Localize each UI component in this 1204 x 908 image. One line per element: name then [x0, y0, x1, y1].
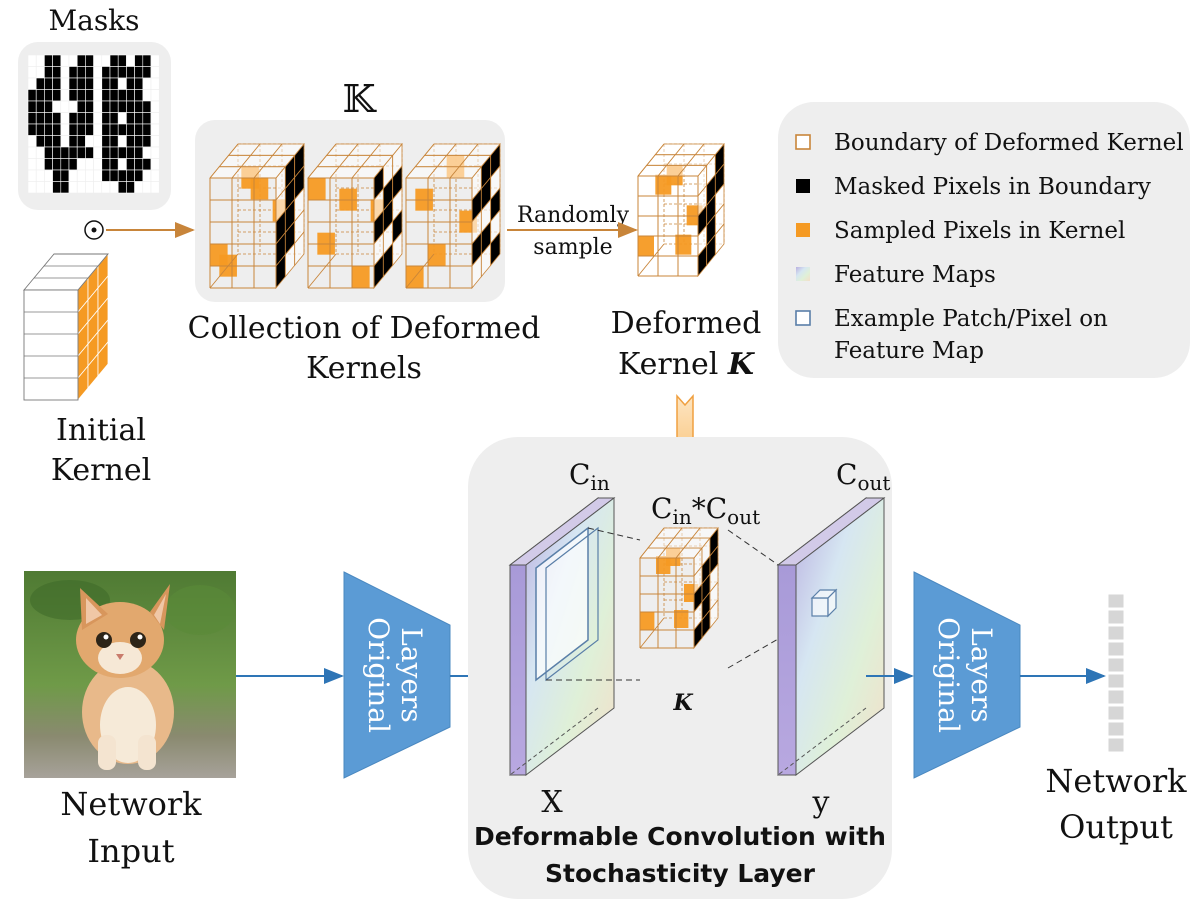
legend-label-example-patch-1: Example Patch/Pixel on: [834, 306, 1108, 332]
layer-title-1: Deformable Convolution with: [474, 822, 886, 851]
deformed-kernel-k: [637, 142, 725, 278]
network-input-label-2: Input: [87, 832, 174, 870]
initial-kernel-label-1: Initial: [56, 413, 146, 448]
legend-label-masked: Masked Pixels in Boundary: [834, 174, 1151, 200]
initial-kernel-cube: [23, 252, 109, 402]
cout-label: Cout: [836, 458, 890, 495]
sampled-pixel-icon: [796, 223, 810, 237]
deformed-kernel-label-2: Kernel K: [618, 347, 756, 382]
legend-label-feature-maps: Feature Maps: [834, 262, 996, 288]
patch-to-kernel-line-top: [587, 527, 641, 541]
deformed-kernel-1: [209, 142, 305, 290]
network-output-label-1: Network: [1045, 762, 1187, 800]
kernel-to-y-line-bottom: [727, 615, 819, 669]
original-layers-block-1: [343, 571, 451, 779]
original-layers-2-label-1: Original: [932, 617, 965, 733]
masked-pixel-icon: [796, 179, 810, 193]
original-layers-block-2: [913, 571, 1021, 779]
example-pixel-y: [810, 588, 838, 618]
layer-title-2: Stochasticity Layer: [545, 859, 816, 888]
network-output-label-2: Output: [1059, 808, 1173, 846]
legend-label-example-patch-2: Feature Map: [834, 338, 984, 364]
original-layers-1-label-2: Layers: [395, 627, 428, 722]
legend-panel: [778, 102, 1190, 378]
hadamard-dot-icon: [91, 227, 97, 233]
feature-map-y: [776, 496, 886, 777]
collection-set-symbol: 𝕂: [342, 77, 377, 121]
cin-cout-label: Cin*Cout: [651, 492, 760, 529]
initial-kernel-label-2: Kernel: [51, 453, 151, 488]
layer-kernel-k: [639, 526, 719, 650]
example-patch-icon: [795, 310, 811, 326]
deformed-kernel-label-1: Deformed: [611, 306, 762, 341]
collection-label-1: Collection of Deformed: [188, 311, 541, 346]
y-label: y: [812, 785, 830, 820]
collection-label-2: Kernels: [306, 351, 422, 386]
legend-label-boundary: Boundary of Deformed Kernel: [834, 130, 1184, 156]
randomly-sample-label-2: sample: [533, 235, 612, 260]
masks-title: Masks: [48, 4, 139, 37]
deformed-kernel-3: [405, 142, 501, 290]
original-layers-1-label-1: Original: [362, 617, 395, 733]
original-layers-2-label-2: Layers: [965, 627, 998, 722]
masks-grid: [27, 54, 160, 194]
randomly-sample-label-1: Randomly: [517, 203, 630, 228]
deformed-kernel-2: [307, 142, 403, 290]
example-patch-x: [535, 526, 599, 682]
x-label: X: [541, 785, 563, 820]
boundary-square-icon: [795, 134, 811, 150]
network-output-vector: [1107, 593, 1125, 753]
legend-label-sampled: Sampled Pixels in Kernel: [834, 218, 1125, 244]
layer-kernel-symbol: K: [672, 690, 693, 716]
cin-label: Cin: [569, 458, 610, 495]
feature-map-icon: [796, 267, 810, 281]
network-input-image: [24, 571, 236, 778]
network-input-label-1: Network: [60, 785, 202, 823]
